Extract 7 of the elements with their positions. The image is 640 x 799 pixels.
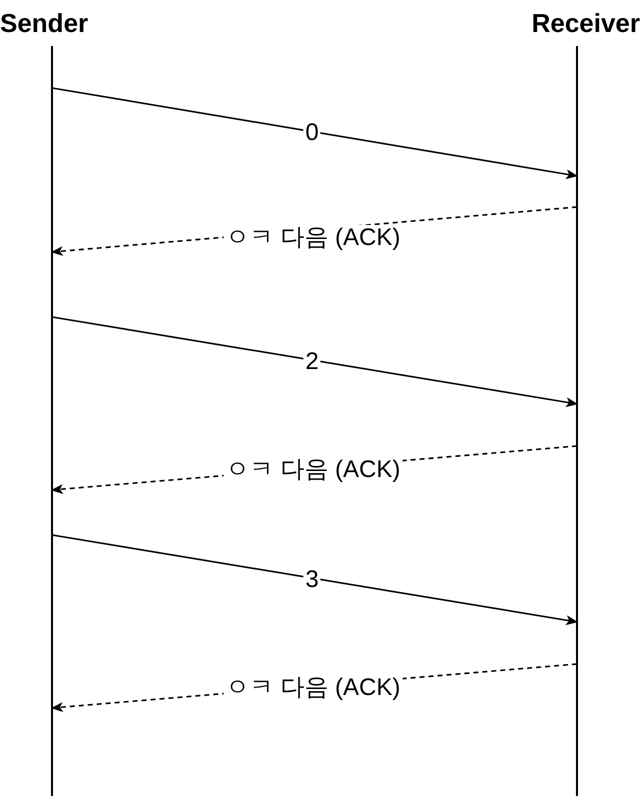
arrow xyxy=(52,316,578,408)
arrow xyxy=(52,534,578,626)
edge-label: ㅇㅋ 다음 (ACK) xyxy=(224,675,402,701)
arrow xyxy=(52,87,578,180)
participant-label: Sender xyxy=(0,8,88,38)
edge-label: ㅇㅋ 다음 (ACK) xyxy=(224,457,402,483)
participant-label: Receiver xyxy=(532,8,640,38)
